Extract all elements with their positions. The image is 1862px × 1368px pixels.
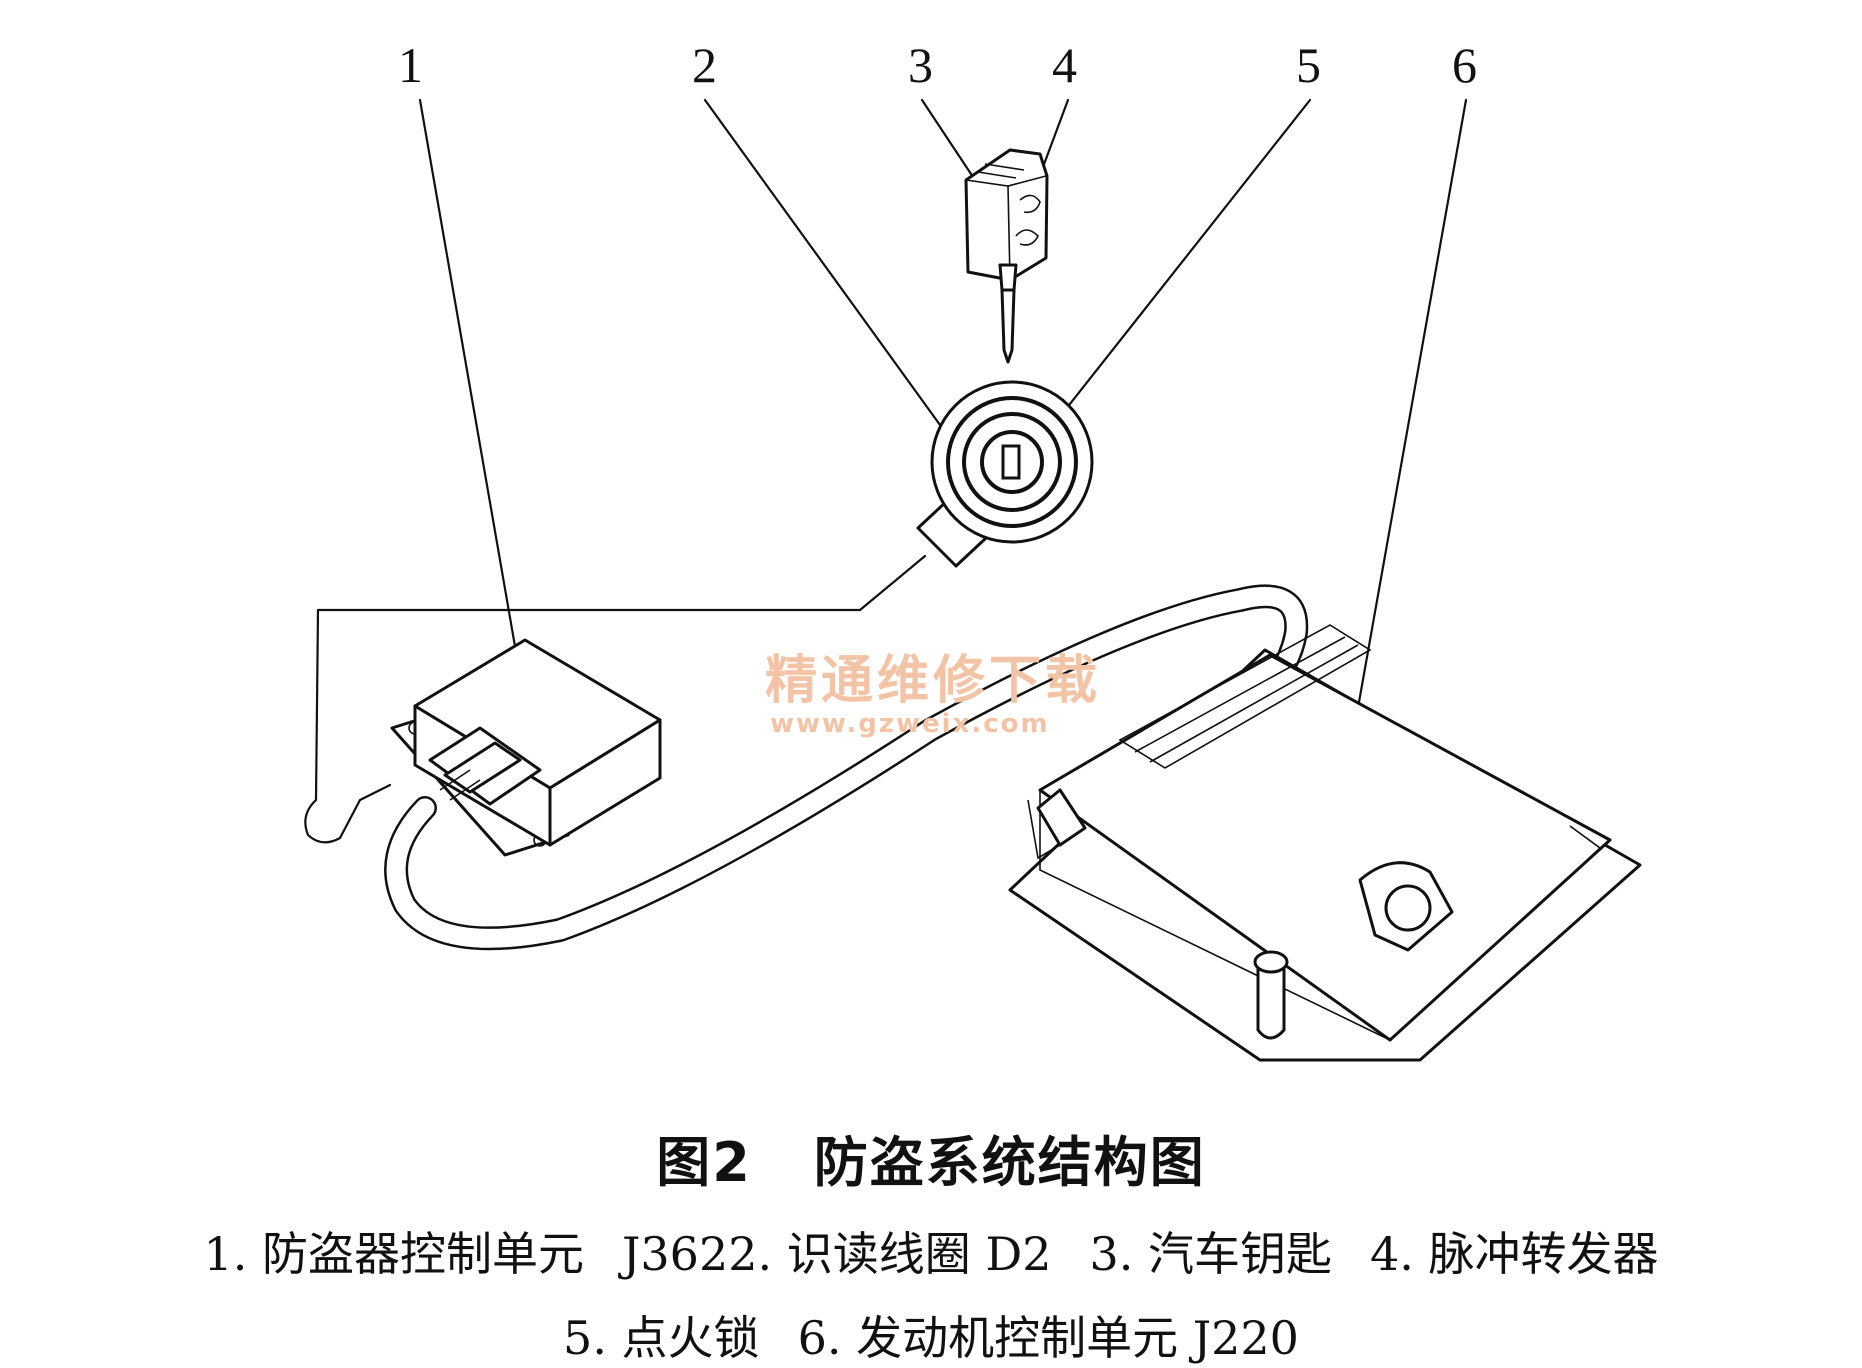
figure-caption: 图2 防盗系统结构图: [0, 1118, 1862, 1197]
legend-line-1: 1. 防盗器控制单元 J3622. 识读线圈 D2 3. 汽车钥匙 4. 脉冲转发器: [0, 1218, 1862, 1284]
callout-number-3: 3: [908, 37, 933, 93]
figure-title: 防盗系统结构图: [813, 1131, 1206, 1194]
leader-line-1: [418, 98, 522, 677]
legend-item-5: 5. 点火锁: [563, 1311, 760, 1365]
leader-lines: [418, 98, 1468, 766]
ignition-lock-with-reading-coil: [858, 380, 1094, 612]
callout-number-6: 6: [1452, 37, 1477, 93]
figure-label: 图2: [656, 1131, 752, 1194]
leader-line-6: [1346, 98, 1468, 766]
leader-line-3: [920, 98, 977, 182]
leader-line-2: [703, 98, 950, 438]
callout-number-2: 2: [692, 37, 717, 93]
ecu-cable-inner: [386, 586, 1306, 948]
legend-item-2: J3622. 识读线圈 D2: [621, 1227, 1052, 1281]
car-key-with-transponder: [964, 148, 1049, 364]
leader-line-4: [1038, 98, 1070, 177]
legend-item-4: 4. 脉冲转发器: [1370, 1227, 1659, 1281]
coil-wire: [304, 608, 862, 844]
anti-theft-control-unit: [390, 638, 662, 857]
callout-number-5: 5: [1296, 37, 1321, 93]
watermark-url: www.gzweix.com: [770, 709, 1050, 739]
watermark-text: 精通维修下载: [765, 651, 1101, 711]
leader-line-5: [1030, 98, 1312, 454]
legend-item-3: 3. 汽车钥匙: [1089, 1227, 1333, 1281]
callout-number-4: 4: [1052, 37, 1077, 93]
legend-item-6: 6. 发动机控制单元 J220: [797, 1311, 1299, 1365]
engine-control-unit: [1008, 624, 1642, 1062]
legend-line-2: 5. 点火锁 6. 发动机控制单元 J220: [0, 1302, 1862, 1368]
legend-item-1: 1. 防盗器控制单元: [203, 1227, 584, 1281]
callout-number-1: 1: [398, 37, 423, 93]
